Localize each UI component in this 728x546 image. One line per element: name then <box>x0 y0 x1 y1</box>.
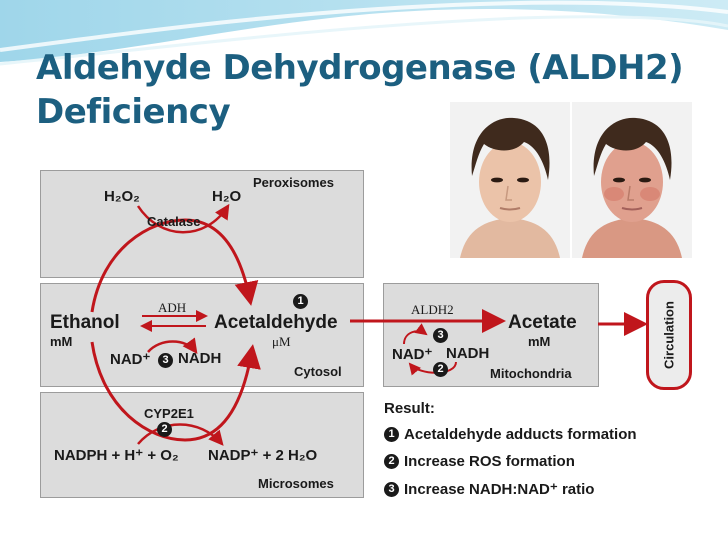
result-text-1: Acetaldehyde adducts formation <box>404 426 637 443</box>
cyp2e1-label: CYP2E1 <box>144 406 194 421</box>
aldh2-label: ALDH2 <box>411 302 454 317</box>
result-text-2: Increase ROS formation <box>404 453 575 470</box>
result-item-2: 2 Increase ROS formation <box>384 453 575 470</box>
result-item-3: 3 Increase NADH:NAD⁺ ratio <box>384 480 594 498</box>
circulation-label: Circulation <box>661 301 677 369</box>
adh-label: ADH <box>158 300 187 315</box>
nadp-products: NADP⁺ + 2 H₂O <box>208 447 318 464</box>
catalase-label: Catalase <box>147 214 201 229</box>
marker-3-mitochondria: 3 <box>433 328 448 343</box>
acetaldehyde-label: Acetaldehyde <box>214 312 338 333</box>
result-heading: Result: <box>384 400 435 417</box>
marker-2-mitochondria: 2 <box>433 362 448 377</box>
result-marker-1: 1 <box>384 426 399 442</box>
peroxisomes-label: Peroxisomes <box>253 175 334 190</box>
cytosol-label: Cytosol <box>294 364 342 379</box>
slide-title-line-1: Aldehyde Dehydrogenase (ALDH2) <box>36 48 684 88</box>
cytosol-nad-label: NAD⁺ <box>110 351 151 368</box>
result-text-3: Increase NADH:NAD⁺ ratio <box>404 481 595 498</box>
acetaldehyde-unit: μM <box>272 334 291 349</box>
face-photo-before <box>450 102 570 258</box>
marker-2-microsomes: 2 <box>157 422 172 437</box>
slide-title: Aldehyde Dehydrogenase (ALDH2) Deficienc… <box>36 46 684 134</box>
marker-3-cytosol: 3 <box>158 353 173 368</box>
result-marker-2: 2 <box>384 453 399 469</box>
circulation-vessel: Circulation <box>646 280 692 390</box>
marker-1-acetaldehyde: 1 <box>293 294 308 309</box>
ethanol-label: Ethanol <box>50 312 120 333</box>
face-photo-flushed <box>572 102 692 258</box>
slide-title-line-2: Deficiency <box>36 92 231 132</box>
mito-nad-label: NAD⁺ <box>392 346 433 363</box>
header-wave-decoration <box>0 0 728 66</box>
acetate-label: Acetate <box>508 312 577 333</box>
result-marker-3: 3 <box>384 481 399 497</box>
mitochondria-label: Mitochondria <box>490 366 572 381</box>
microsomes-label: Microsomes <box>258 476 334 491</box>
nadph-reactants: NADPH + H⁺ + O₂ <box>54 447 179 464</box>
result-item-1: 1 Acetaldehyde adducts formation <box>384 426 637 443</box>
mito-nadh-label: NADH <box>446 345 490 362</box>
h2o2-label: H₂O₂ <box>104 188 140 205</box>
ethanol-unit: mM <box>50 334 73 349</box>
cytosol-nadh-label: NADH <box>178 350 222 367</box>
acetate-unit: mM <box>528 334 551 349</box>
h2o-label: H₂O <box>212 188 242 205</box>
